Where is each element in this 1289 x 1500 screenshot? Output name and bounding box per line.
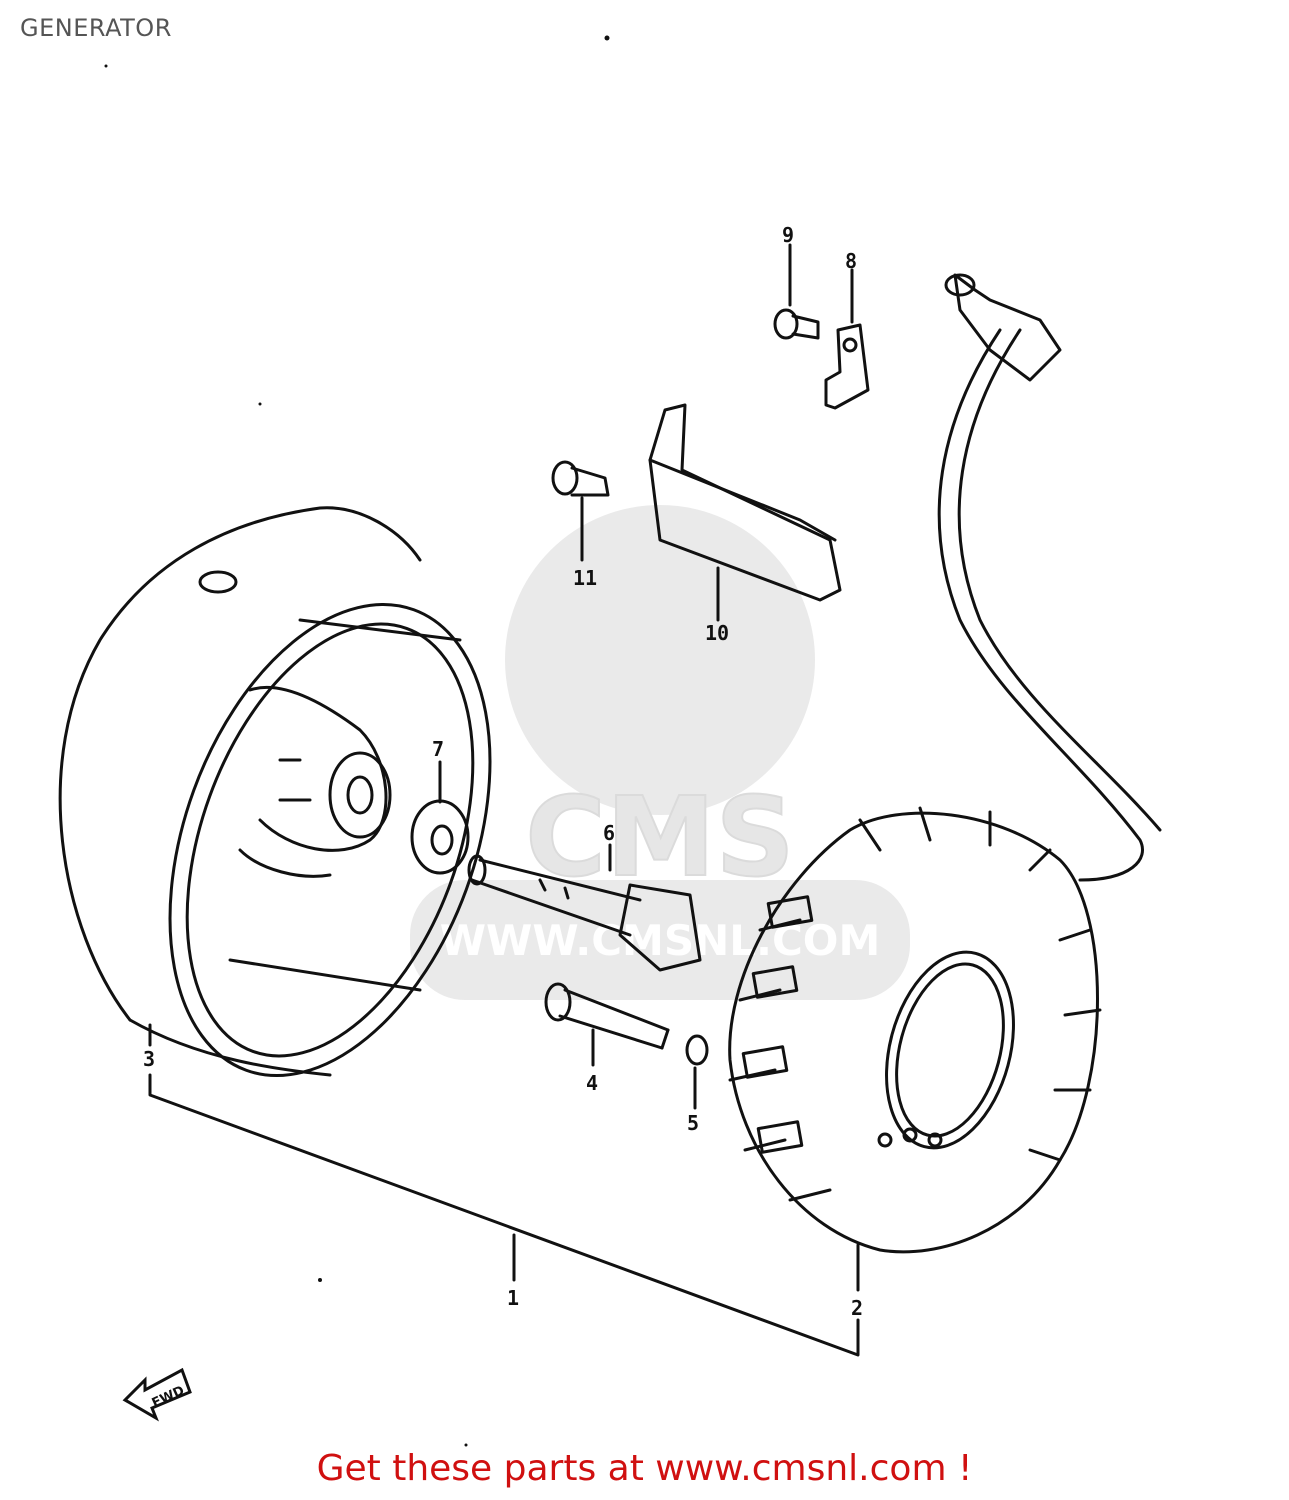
spring-washer xyxy=(685,1034,709,1066)
diagram-title: GENERATOR xyxy=(20,14,172,42)
svg-text:WWW.CMSNL.COM: WWW.CMSNL.COM xyxy=(440,916,881,965)
rotor-bolt xyxy=(467,854,702,972)
callout-2: 2 xyxy=(851,1296,863,1320)
rotor-flywheel xyxy=(58,506,492,1078)
stator-screw xyxy=(544,982,670,1050)
callout-9: 9 xyxy=(782,223,794,247)
forward-arrow-marker: FWD xyxy=(122,1367,192,1422)
callout-4: 4 xyxy=(586,1071,598,1095)
callout-6: 6 xyxy=(603,821,615,845)
stator-lead-wire xyxy=(937,273,1162,882)
callout-10: 10 xyxy=(705,621,729,645)
callout-7: 7 xyxy=(432,737,444,761)
callout-11: 11 xyxy=(573,566,597,590)
wire-clamp xyxy=(824,323,870,410)
svg-text:CMS: CMS xyxy=(525,773,794,901)
cms-watermark: CMS WWW.CMSNL.COM xyxy=(410,505,910,1000)
leader-lines xyxy=(148,243,860,1357)
stator-coil xyxy=(728,806,1102,1254)
callout-8: 8 xyxy=(845,249,857,273)
callout-1: 1 xyxy=(507,1286,519,1310)
scan-specks xyxy=(104,35,610,1447)
callout-3: 3 xyxy=(143,1047,155,1071)
cover-screw xyxy=(551,460,610,497)
lead-wire-cover xyxy=(648,403,842,602)
callout-5: 5 xyxy=(687,1111,699,1135)
footer-promo-text: Get these parts at www.cmsnl.com ! xyxy=(316,1448,973,1489)
callout-labels: 9 8 11 10 7 6 4 5 3 1 2 xyxy=(143,223,863,1320)
clamp-screw xyxy=(773,308,820,340)
washer xyxy=(410,799,470,875)
